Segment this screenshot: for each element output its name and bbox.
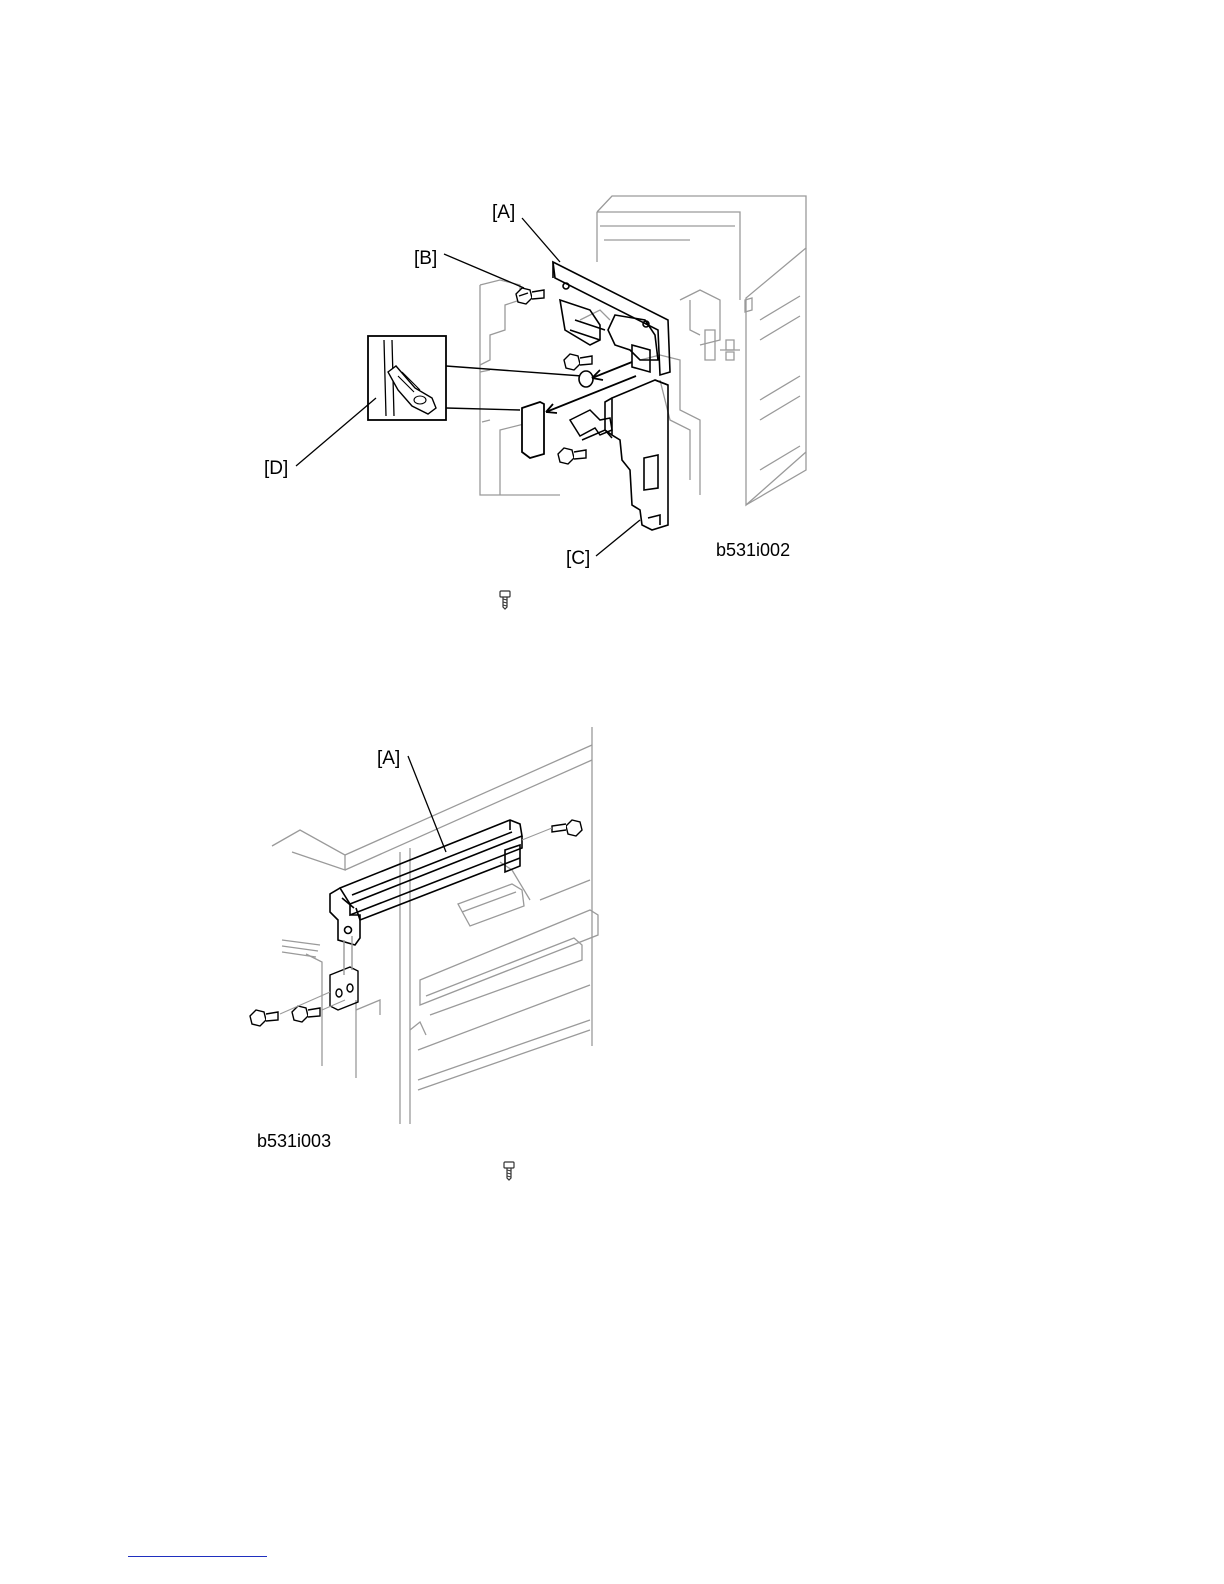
figure-b531i003-drawing: [A] b531i003: [0, 0, 1224, 1184]
screw-left-1: [250, 1010, 278, 1026]
figure-id-2: b531i003: [257, 1131, 331, 1151]
screw-left-2: [292, 1006, 320, 1022]
machine-body-outline-2: [272, 727, 598, 1124]
mounting-bracket: [330, 936, 358, 1010]
rail-a: [330, 820, 522, 945]
footer-link-underline[interactable]: [128, 1556, 267, 1557]
screw-right: [552, 820, 582, 836]
screws-2: [250, 820, 582, 1026]
leader-a: [408, 756, 446, 852]
screw-icon: [501, 1161, 517, 1181]
callout-a-2: [A]: [377, 748, 400, 769]
figure-b531i003: [A] b531i003: [0, 0, 1224, 1184]
